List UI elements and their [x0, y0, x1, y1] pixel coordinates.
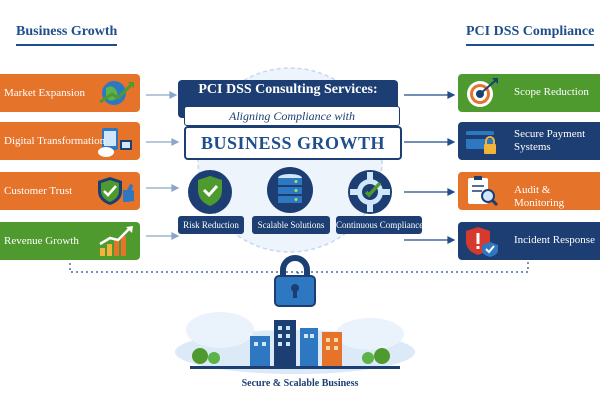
right-item-incident-response[interactable]: Incident Response	[458, 222, 600, 260]
target-icon	[467, 78, 498, 107]
right-item-label-line1: Secure Payment	[514, 128, 586, 140]
left-item-digital-transformation[interactable]: Digital Transformation	[0, 122, 140, 160]
footer-label: Secure & Scalable Business	[241, 378, 359, 389]
left-item-label: Customer Trust	[4, 185, 73, 197]
left-column-header: Business Growth	[16, 24, 118, 46]
pillar-scalable-solutions: Scalable Solutions	[252, 216, 330, 234]
bottom-dotted-connector	[69, 258, 529, 273]
left-item-label: Digital Transformation	[4, 135, 106, 147]
right-header-label: PCI DSS Compliance	[466, 24, 595, 39]
left-item-customer-trust[interactable]: Customer Trust	[0, 172, 140, 210]
right-item-label: Secure Payment Systems	[514, 128, 585, 154]
shield-check-icon	[188, 170, 232, 214]
right-item-audit-monitoring[interactable]: Audit & Monitoring	[458, 172, 600, 210]
padlock-icon	[274, 255, 316, 307]
right-item-label: Audit & Monitoring	[514, 184, 565, 209]
left-header-label: Business Growth	[16, 24, 118, 39]
right-item-label-line2: Systems	[514, 141, 551, 153]
left-item-revenue-growth[interactable]: Revenue Growth	[0, 222, 140, 260]
left-header-underline	[16, 44, 118, 46]
left-item-label: Revenue Growth	[4, 235, 79, 247]
devices-cloud-icon	[98, 128, 132, 157]
right-item-secure-payment-systems[interactable]: Secure Payment Systems	[458, 122, 600, 160]
clipboard-magnifier-icon	[468, 176, 499, 207]
globe-growth-icon	[99, 81, 134, 105]
pillar-risk-reduction: Risk Reduction	[178, 216, 244, 234]
city-icon	[175, 312, 415, 374]
right-column-header: PCI DSS Compliance	[466, 24, 595, 46]
business-growth-banner: BUSINESS GROWTH	[184, 126, 402, 160]
pillar-continuous-compliance: Continuous Compliance	[336, 216, 423, 234]
right-item-label: Incident Response	[514, 234, 595, 246]
center-subtitle: Aligning Compliance with	[184, 106, 400, 126]
right-item-scope-reduction[interactable]: Scope Reduction	[458, 74, 600, 112]
card-lock-icon	[466, 131, 496, 154]
alert-shield-icon	[466, 227, 498, 257]
server-database-icon	[267, 167, 313, 213]
left-item-market-expansion[interactable]: Market Expansion	[0, 74, 140, 112]
left-item-label: Market Expansion	[4, 87, 85, 99]
gear-check-icon	[348, 170, 392, 214]
right-item-label: Scope Reduction	[514, 86, 589, 98]
shield-thumbs-up-icon	[98, 177, 134, 205]
growth-chart-icon	[99, 226, 133, 256]
right-header-underline	[466, 44, 595, 46]
